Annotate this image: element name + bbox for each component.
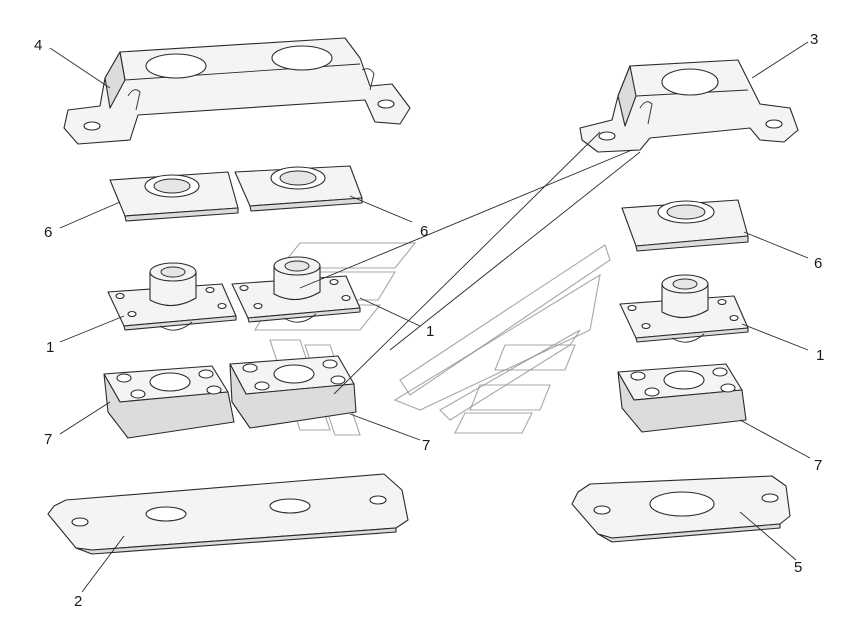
bushing-1-right [619,274,749,343]
plate-6-left [109,171,239,222]
callout-7-middle: 7 [422,437,430,454]
callout-6-left: 6 [44,224,52,241]
bushing-1-middle [231,256,361,323]
block-7-left [103,365,235,439]
flat-plate-short-part [571,475,791,543]
plate-6-right [621,199,749,252]
block-7-middle [229,355,357,429]
plate-6-middle [234,165,363,212]
callout-7-left: 7 [44,431,52,448]
assembly-lines [299,131,641,395]
callout-1-middle: 1 [426,323,434,340]
block-7-right [617,363,747,433]
callout-2: 2 [74,593,82,610]
callout-1-right: 1 [816,347,824,364]
callout-6-right: 6 [814,255,822,272]
callout-7-right: 7 [814,457,822,474]
callout-1-left: 1 [46,339,54,356]
flat-plate-long-part [47,473,409,555]
callout-3: 3 [810,31,818,48]
bushing-1-left [107,262,237,331]
callout-4: 4 [34,37,42,54]
callout-6-middle: 6 [420,223,428,240]
leader-lines [49,41,811,593]
callout-5: 5 [794,559,802,576]
bracket-long-part [63,37,411,145]
bracket-short-part [579,59,799,153]
